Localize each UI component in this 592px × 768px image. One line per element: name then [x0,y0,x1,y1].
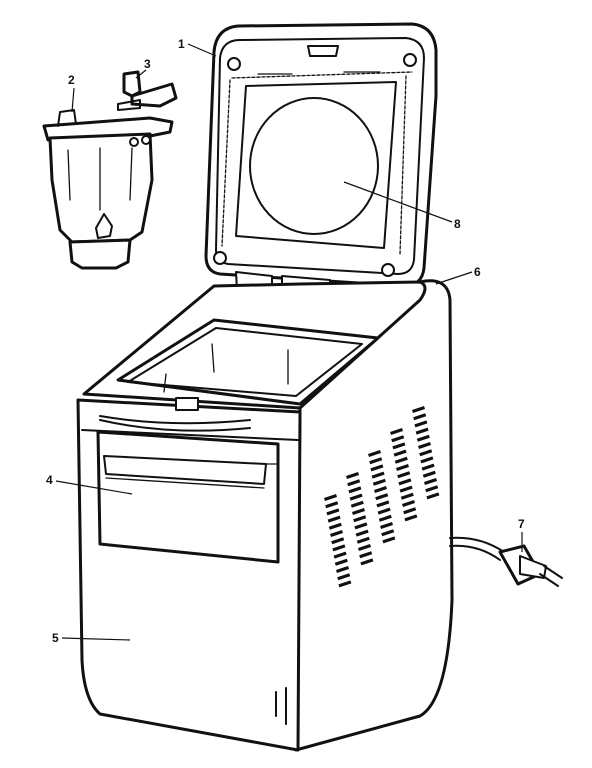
vent-slot [394,456,408,464]
vent-slot [334,558,348,566]
callout-label-2: 2 [68,73,75,87]
callout-7: 7 [518,517,525,552]
vent-slot [396,464,409,471]
vent-slot [420,456,434,464]
vent-slot [375,493,389,501]
vent-slot [424,478,437,485]
vent-slot [422,470,436,478]
vent-slot [337,573,351,581]
vent-slot [418,442,431,449]
vent-slot [399,485,413,493]
vent-slot [374,486,387,493]
power-cord [449,536,563,587]
vent-slot [332,544,346,552]
vent-slot [377,507,391,515]
vent-slot [338,580,352,588]
vent-slot [333,551,347,559]
vent-slot [378,514,392,522]
vent-slot [325,501,339,509]
vent-slot [324,494,337,501]
vent-slot [416,434,430,442]
vent-slot [390,428,403,435]
vent-slot [404,514,418,522]
callout-label-1: 1 [178,37,185,51]
vent-slot [356,536,370,544]
callout-1: 1 [178,37,217,57]
vent-slot [331,537,345,545]
callout-label-5: 5 [52,631,59,645]
vent-slot [391,435,405,443]
vent-slot [336,566,349,573]
vent-slot [380,522,393,529]
vent-slot [371,471,385,479]
callout-5: 5 [52,631,131,645]
vent-slot [353,515,367,523]
vent-slot [349,493,363,501]
vent-slot [382,536,396,544]
vent-slot [421,463,435,471]
callout-label-7: 7 [518,517,525,531]
vent-slot [392,442,406,450]
vent-slot [358,544,371,551]
vent-slot [413,413,427,421]
callout-3: 3 [135,57,151,79]
vent-slot [327,515,341,523]
vent-slot [426,492,440,500]
callout-label-3: 3 [144,57,151,71]
vent-slot [328,522,342,530]
vent-slot [415,427,429,435]
callout-label-8: 8 [454,217,461,231]
callout-2: 2 [68,73,75,113]
callout-6: 6 [435,265,481,285]
vent-slot [346,472,359,479]
vent-slot [347,479,361,487]
vent-slot [355,529,369,537]
vent-slot [372,478,386,486]
kneading-blade [117,70,178,111]
vent-slot [330,530,343,537]
vent-slot [403,507,417,515]
vent-slot [354,522,368,530]
baking-pan [42,109,174,270]
side-vents [324,406,440,588]
callout-8: 8 [343,181,461,231]
vent-slot [397,471,411,479]
vent-slot [381,529,395,537]
vent-slot [348,486,362,494]
callout-4: 4 [46,473,133,495]
viewing-window [249,97,379,235]
vent-slot [368,450,381,457]
vent-slot [414,420,428,428]
vent-slot [398,478,412,486]
vent-slot [419,449,433,457]
vent-slot [359,551,373,559]
callout-label-4: 4 [46,473,53,487]
vent-slot [393,449,407,457]
vent-slot [350,500,364,508]
control-panel [96,430,280,564]
vent-slot [369,457,383,465]
vent-slot [376,500,390,508]
vent-slot [370,464,384,472]
vent-slot [402,500,415,507]
vent-slot [360,558,374,566]
callout-label-6: 6 [474,265,481,279]
vent-slot [412,406,425,413]
lid [204,22,438,288]
vent-slot [326,508,340,516]
vent-slot [352,508,365,515]
vent-slot [400,492,414,500]
vent-slot [425,485,439,493]
